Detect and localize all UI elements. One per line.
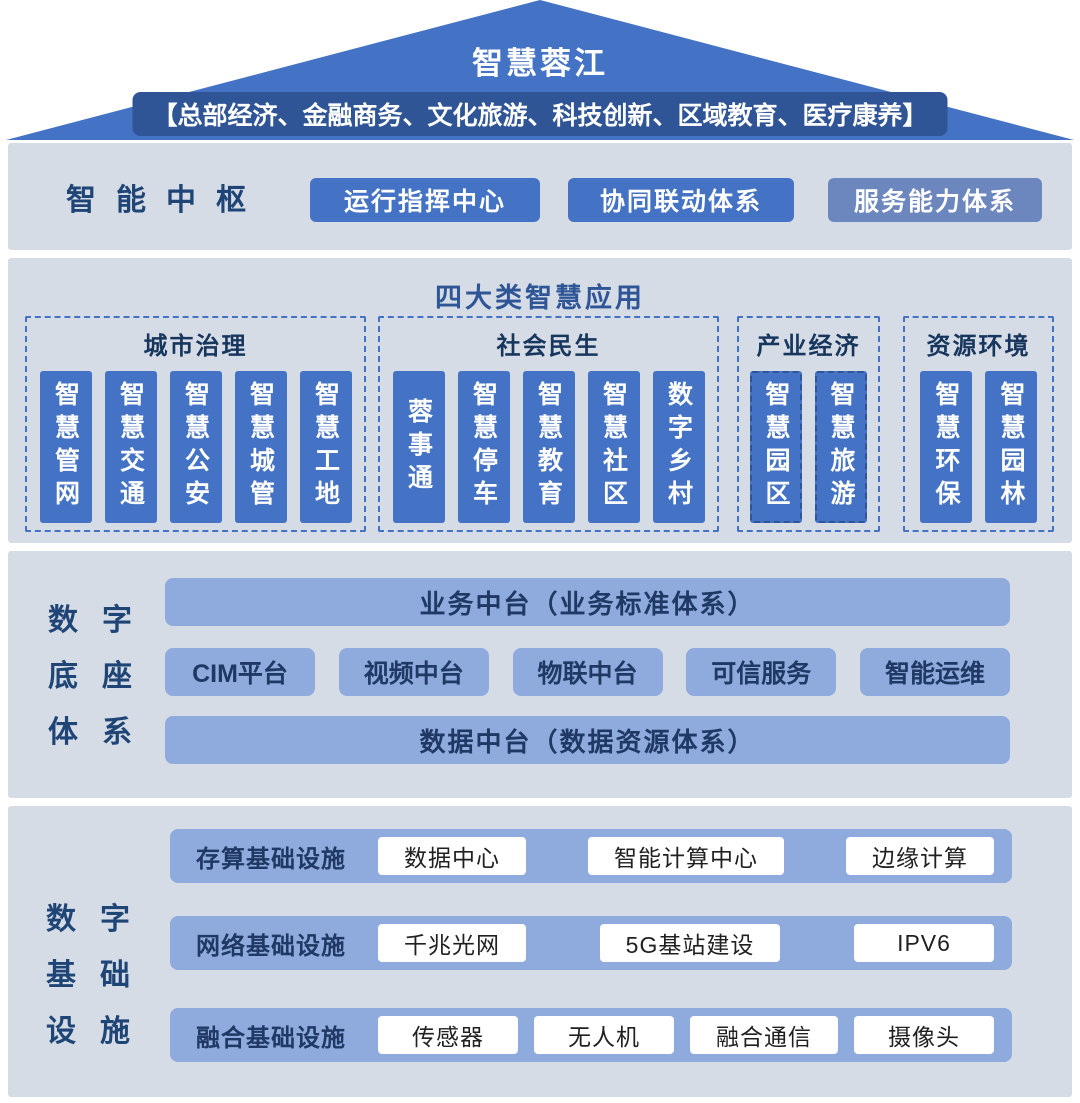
hub-section-label: 智能中枢: [66, 183, 266, 217]
hub-item-service-capability: 服务能力体系: [828, 178, 1042, 222]
row-label: 融合基础设施: [196, 1024, 346, 1052]
platform-item: 可信服务: [686, 648, 837, 696]
applications-title: 四大类智慧应用: [435, 283, 645, 313]
infrastructure-section: 数字 基础 设施 存算基础设施 数据中心 智能计算中心 边缘计算 网络基础设施 …: [8, 806, 1072, 1097]
label-line: 设施: [46, 1015, 154, 1048]
row-items: 千兆光网 5G基站建设 IPV6: [378, 924, 994, 962]
infrastructure-row-storage-compute: 存算基础设施 数据中心 智能计算中心 边缘计算: [170, 829, 1012, 883]
infrastructure-item: 无人机: [534, 1016, 674, 1054]
row-items: 传感器 无人机 融合通信 摄像头: [378, 1016, 994, 1054]
app-group-resources-environment: 资源环境 智慧环保 智慧园林: [903, 316, 1054, 532]
app-item: 智慧管网: [39, 371, 92, 523]
app-item: 智慧教育: [522, 371, 575, 523]
app-item: 智慧社区: [587, 371, 640, 523]
row-label: 网络基础设施: [196, 932, 346, 960]
hub-item-coordination-system: 协同联动体系: [568, 178, 794, 222]
digital-base-section: 数字 底座 体系 业务中台（业务标准体系） CIM平台 视频中台 物联中台 可信…: [8, 551, 1072, 798]
infrastructure-row-network: 网络基础设施 千兆光网 5G基站建设 IPV6: [170, 916, 1012, 970]
label-line: 数字: [46, 903, 154, 936]
infrastructure-item: 5G基站建设: [599, 924, 781, 962]
group-items: 蓉事通 智慧停车 智慧教育 智慧社区 数字乡村: [392, 371, 705, 523]
app-item: 智慧园区: [750, 371, 802, 523]
app-item: 智慧环保: [920, 371, 972, 523]
platform-item: CIM平台: [165, 648, 315, 696]
group-items: 智慧管网 智慧交通 智慧公安 智慧城管 智慧工地: [39, 371, 352, 523]
label-line: 体系: [48, 716, 156, 749]
app-item: 智慧交通: [104, 371, 157, 523]
label-line: 基础: [46, 959, 154, 992]
app-item: 智慧园林: [985, 371, 1037, 523]
app-group-industrial-economy: 产业经济 智慧园区 智慧旅游: [737, 316, 880, 532]
hub-item-command-center: 运行指挥中心: [310, 178, 540, 222]
app-item: 数字乡村: [652, 371, 705, 523]
hub-section: 智能中枢 运行指挥中心 协同联动体系 服务能力体系: [8, 143, 1072, 250]
infrastructure-item: 传感器: [378, 1016, 518, 1054]
app-item: 智慧旅游: [815, 371, 867, 523]
row-items: 数据中心 智能计算中心 边缘计算: [378, 837, 994, 875]
app-item: 蓉事通: [392, 371, 445, 523]
group-title: 城市治理: [143, 333, 248, 360]
infrastructure-row-converged: 融合基础设施 传感器 无人机 融合通信 摄像头: [170, 1008, 1012, 1062]
data-middle-platform-bar: 数据中台（数据资源体系）: [165, 716, 1010, 764]
app-item: 智慧城管: [234, 371, 287, 523]
group-items: 智慧环保 智慧园林: [920, 371, 1037, 523]
group-items: 智慧园区 智慧旅游: [750, 371, 867, 523]
platform-item: 智能运维: [860, 648, 1010, 696]
diagram-subtitle: 【总部经济、金融商务、文化旅游、科技创新、区域教育、医疗康养】: [132, 92, 948, 136]
digital-base-section-label: 数字 底座 体系: [48, 593, 156, 761]
app-group-city-governance: 城市治理 智慧管网 智慧交通 智慧公安 智慧城管 智慧工地: [25, 316, 366, 532]
infrastructure-item: IPV6: [854, 924, 994, 962]
app-group-social-livelihood: 社会民生 蓉事通 智慧停车 智慧教育 智慧社区 数字乡村: [378, 316, 719, 532]
diagram-title: 智慧蓉江: [472, 46, 608, 81]
label-line: 底座: [48, 660, 156, 693]
platform-row: CIM平台 视频中台 物联中台 可信服务 智能运维: [165, 648, 1010, 696]
row-label: 存算基础设施: [196, 845, 346, 873]
applications-section: 四大类智慧应用 城市治理 智慧管网 智慧交通 智慧公安 智慧城管 智慧工地 社会…: [8, 258, 1072, 543]
group-title: 资源环境: [926, 333, 1031, 360]
group-title: 产业经济: [756, 333, 861, 360]
app-item: 智慧停车: [457, 371, 510, 523]
infrastructure-section-label: 数字 基础 设施: [46, 892, 154, 1060]
roof-banner: 智慧蓉江 【总部经济、金融商务、文化旅游、科技创新、区域教育、医疗康养】: [6, 0, 1074, 140]
digital-base-content: 业务中台（业务标准体系） CIM平台 视频中台 物联中台 可信服务 智能运维 数…: [165, 551, 1010, 798]
group-title: 社会民生: [496, 333, 601, 360]
infrastructure-item: 边缘计算: [846, 837, 994, 875]
label-line: 数字: [48, 604, 156, 637]
infrastructure-item: 智能计算中心: [588, 837, 784, 875]
app-item: 智慧工地: [299, 371, 352, 523]
infrastructure-item: 摄像头: [854, 1016, 994, 1054]
app-item: 智慧公安: [169, 371, 222, 523]
platform-item: 视频中台: [338, 648, 489, 696]
business-middle-platform-bar: 业务中台（业务标准体系）: [165, 578, 1010, 626]
infrastructure-item: 数据中心: [378, 837, 526, 875]
platform-item: 物联中台: [512, 648, 663, 696]
infrastructure-item: 千兆光网: [378, 924, 526, 962]
infrastructure-item: 融合通信: [690, 1016, 838, 1054]
